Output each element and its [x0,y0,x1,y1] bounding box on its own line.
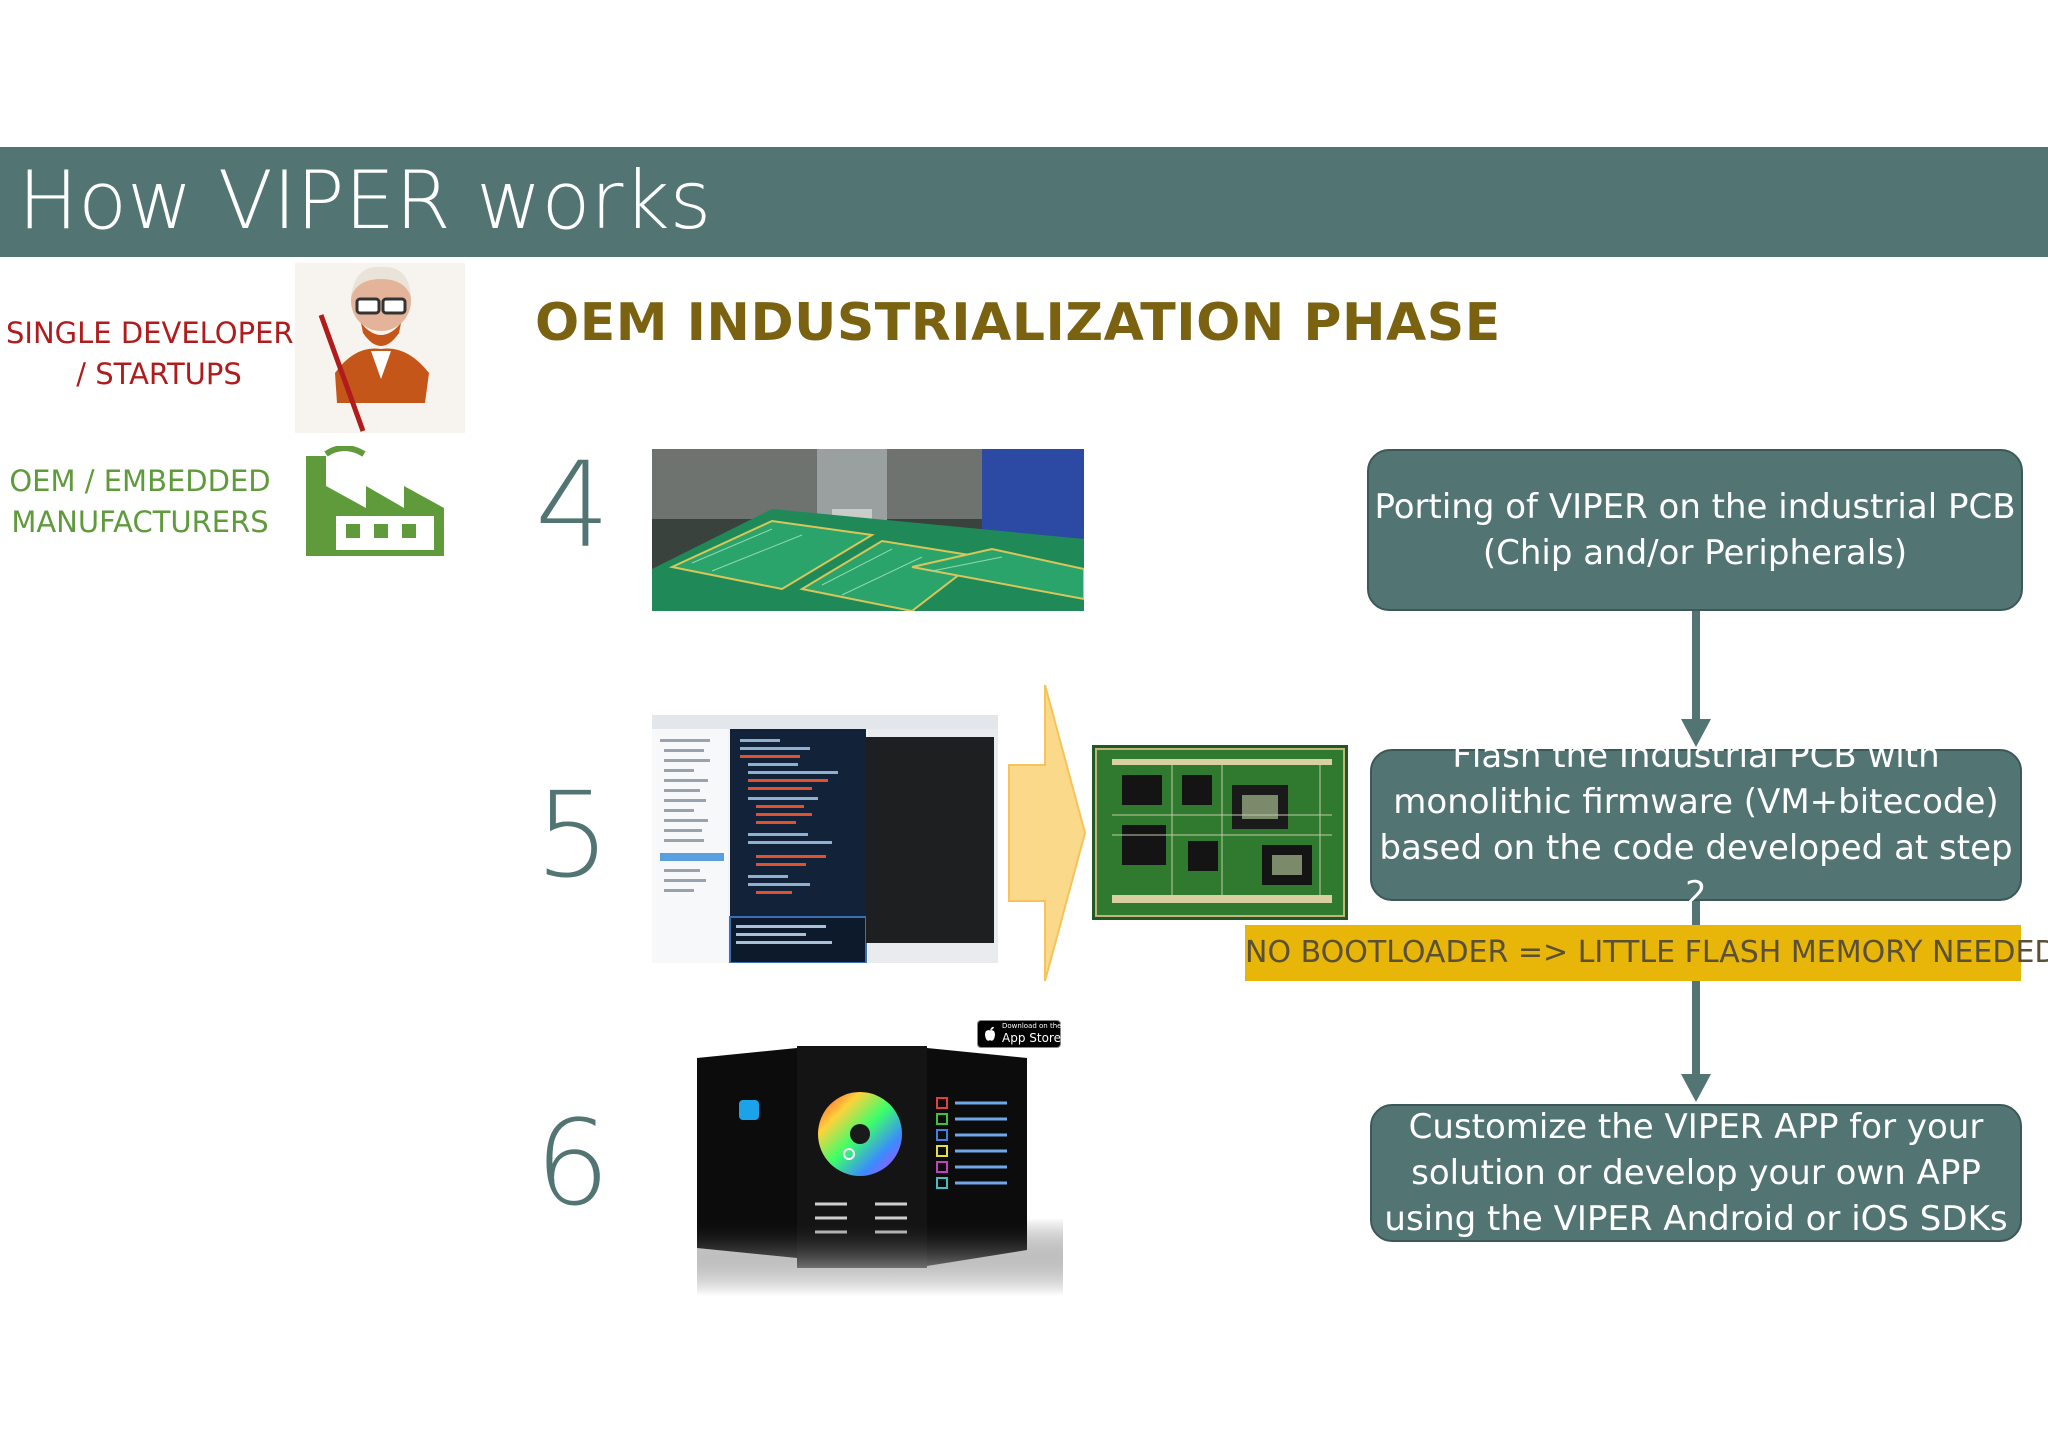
step-number-4: 4 [535,436,611,574]
app-store-badge-small: Download on the [1002,1022,1062,1030]
flow-box-customize-line1: Customize the VIPER APP for your [1408,1107,1984,1147]
phase-title: OEM INDUSTRIALIZATION PHASE [535,293,1501,353]
slide-title: How VIPER works [18,154,712,247]
developer-person-icon [295,263,465,433]
industrial-pcb-photo [1092,745,1348,920]
flow-box-flash-line1: Flash the Industrial PCB with [1452,736,1940,776]
legend-oem-line1: OEM / EMBEDDED [9,464,271,498]
factory-icon [306,446,444,556]
legend-developers-line2: / STARTUPS [76,357,242,391]
legend-developers-line1: SINGLE DEVELOPERS [6,316,312,350]
legend-oem-label: OEM / EMBEDDED MANUFACTURERS [4,461,276,543]
flow-box-flash-line3: based on the code developed at step 2 [1379,828,2013,914]
flow-box-porting-line2: (Chip and/or Peripherals) [1482,533,1908,573]
connector-3 [1692,981,1700,1076]
flow-box-customize-app: Customize the VIPER APP for your solutio… [1370,1104,2022,1242]
flow-box-porting-line1: Porting of VIPER on the industrial PCB [1374,487,2016,527]
flow-box-customize-line3: using the VIPER Android or iOS SDKs [1384,1199,2008,1239]
step-number-6: 6 [535,1094,611,1232]
connector-2 [1692,901,1700,925]
flow-box-porting: Porting of VIPER on the industrial PCB (… [1367,449,2023,611]
app-store-badge[interactable]: Download on the App Store [977,1020,1061,1048]
flow-box-flash-line2: monolithic firmware (VM+bitecode) [1393,782,1999,822]
bootloader-banner: NO BOOTLOADER => LITTLE FLASH MEMORY NEE… [1245,925,2048,981]
flow-box-flash: Flash the Industrial PCB with monolithic… [1370,736,2022,914]
flow-box-customize-line2: solution or develop your own APP [1411,1153,1981,1193]
legend-developers-label: SINGLE DEVELOPERS / STARTUPS [6,313,312,395]
header-band: How VIPER works [0,147,2048,257]
legend-oem-line2: MANUFACTURERS [11,505,269,539]
apple-icon [985,1026,995,1041]
arrowhead-down-icon [1681,719,1711,747]
ide-screenshot [652,715,998,963]
connector-1 [1692,611,1700,721]
pcb-assembly-machine-photo [652,449,1084,611]
flash-arrow-icon [1008,685,1087,981]
app-store-badge-large: App Store [1002,1031,1061,1045]
mobile-app-screenshots: Download on the App Store [697,1018,1063,1296]
arrowhead-down-icon [1681,1074,1711,1102]
step-number-5: 5 [535,766,611,904]
